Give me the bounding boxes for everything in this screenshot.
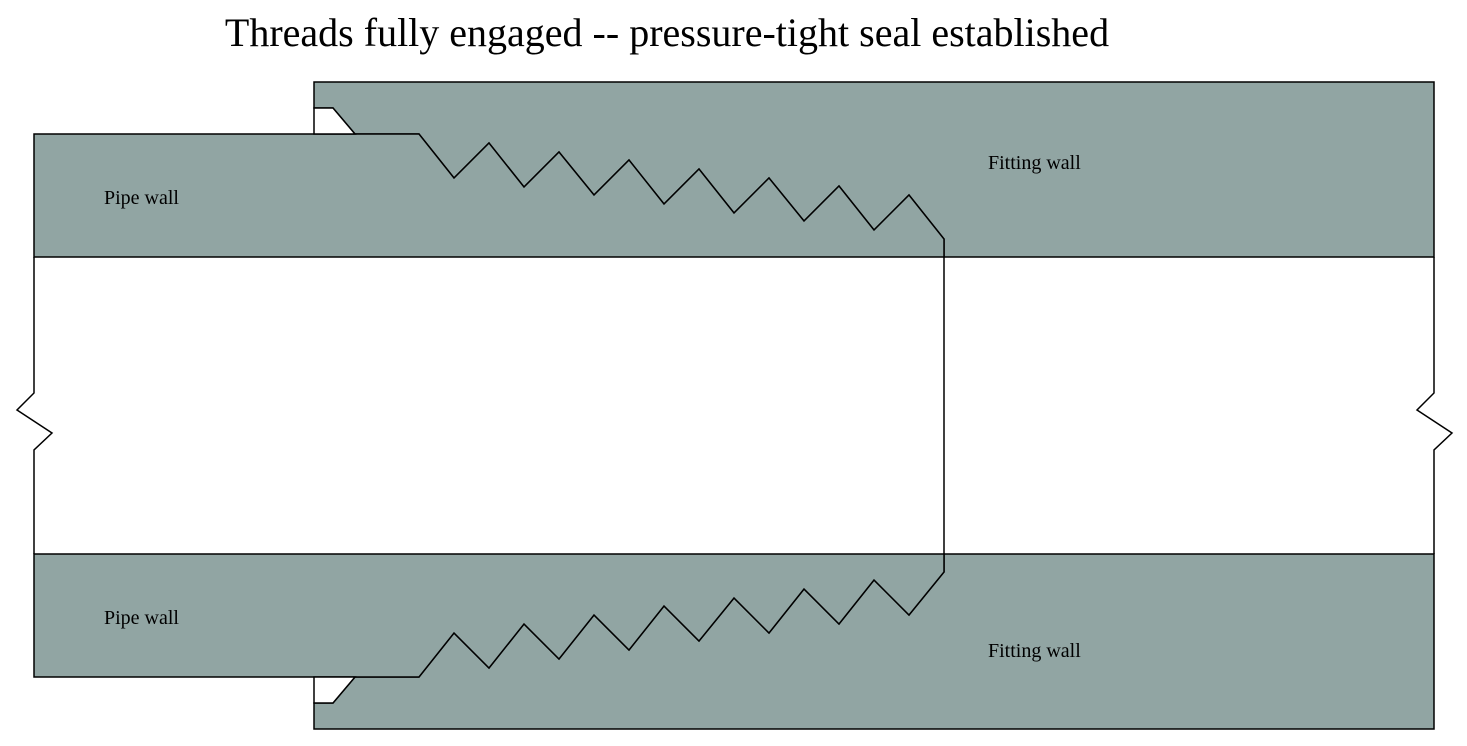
fitting-wall-bottom-label: Fitting wall [988,640,1081,662]
fitting-wall-top-label: Fitting wall [988,152,1081,174]
diagram-title: Threads fully engaged -- pressure-tight … [225,10,1109,55]
pipe-wall-top [33,133,945,258]
pipe-wall-bottom-label: Pipe wall [104,607,179,629]
fitting-mouth-gap-top [313,107,357,135]
fitting-mouth-gap-bottom [313,676,357,704]
pipe-wall-top-label: Pipe wall [104,187,179,209]
pipe-wall-bottom [33,553,945,678]
fitting-break-line-right [1415,257,1454,554]
pipe-break-line-left [15,257,54,554]
